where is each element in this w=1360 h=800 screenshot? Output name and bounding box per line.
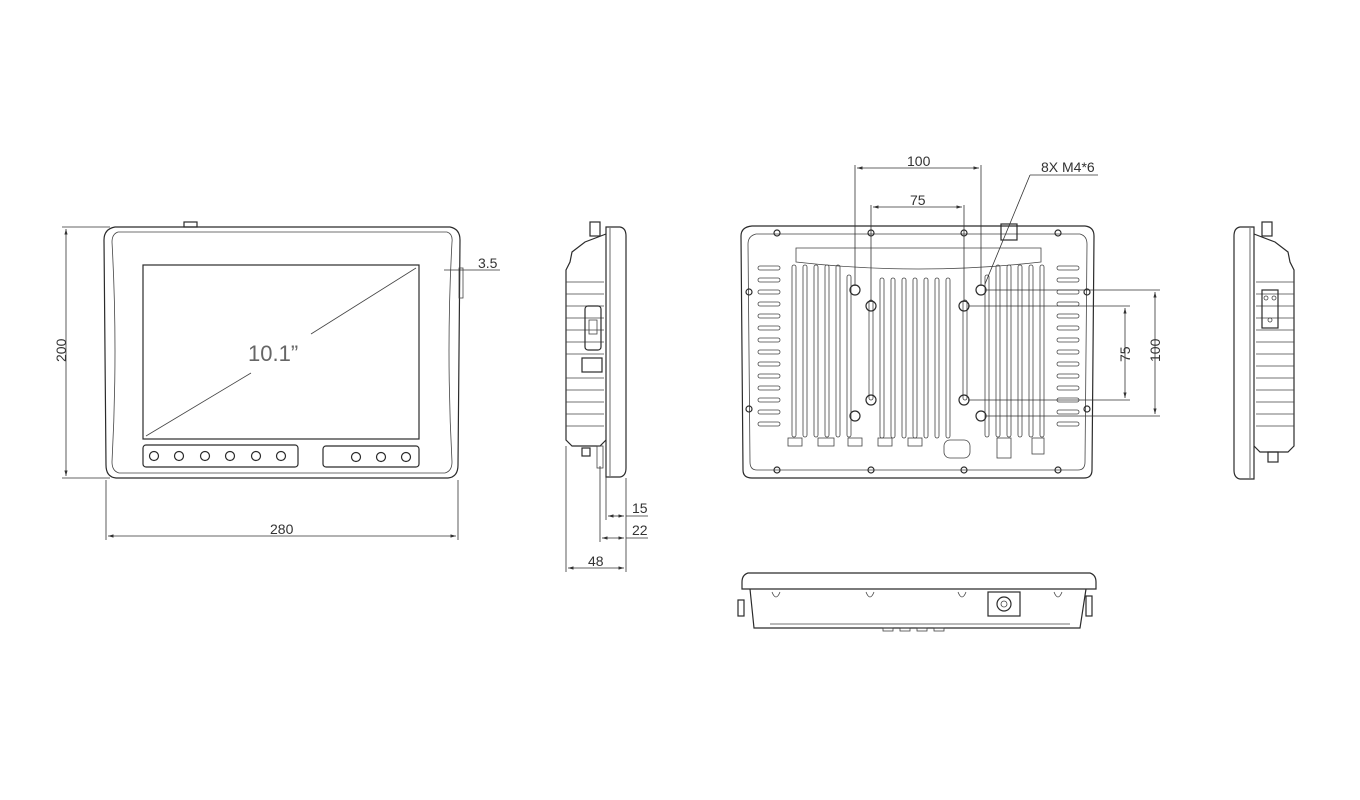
screen-size-label: 10.1” (248, 341, 298, 366)
heatsink-fins (757, 264, 1080, 439)
screw-note: 8X M4*6 (1041, 159, 1095, 175)
rear-view: 100 75 100 75 8X M4*6 (740, 153, 1163, 479)
dim-width: 280 (270, 521, 294, 537)
dim-vesa-outer-vertical: 100 (1147, 338, 1163, 362)
front-view: 10.1” 200 280 3.5 (53, 221, 500, 540)
dim-depth-22: 22 (632, 522, 648, 538)
dim-vesa-inner-horizontal: 75 (910, 192, 926, 208)
dim-depth-48: 48 (588, 553, 604, 569)
dim-bezel: 3.5 (478, 255, 498, 271)
side-view-left: 15 22 48 (565, 221, 648, 572)
vesa-mount-holes (849, 284, 987, 422)
bottom-view (737, 572, 1097, 632)
side-view-right (1233, 221, 1295, 480)
dim-vesa-outer-horizontal: 100 (907, 153, 931, 169)
dim-depth-15: 15 (632, 500, 648, 516)
io-ports (787, 437, 1045, 459)
dim-height: 200 (53, 338, 69, 362)
dim-vesa-inner-vertical: 75 (1117, 346, 1133, 362)
screw-holes (745, 229, 1091, 474)
